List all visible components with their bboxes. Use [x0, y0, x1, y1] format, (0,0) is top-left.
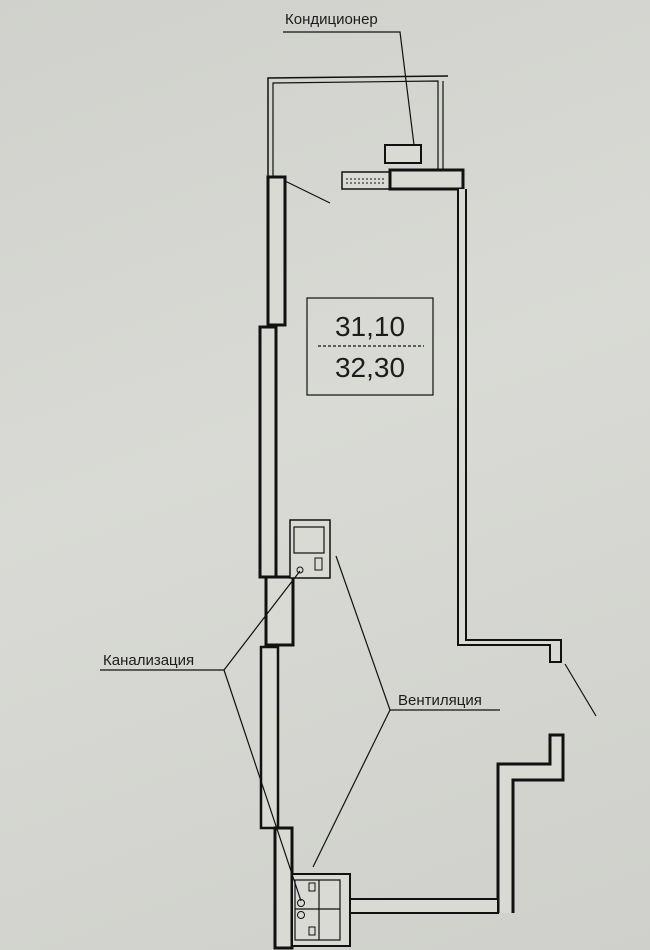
vent-duct-icon: [314, 557, 323, 571]
wall-left-3: [264, 575, 295, 647]
leader-ventilation-2: [312, 709, 391, 868]
label-sewerage: Канализация: [103, 652, 194, 669]
door-swing: [564, 663, 597, 717]
wall-left-5: [273, 826, 294, 950]
wall-right: [457, 189, 562, 663]
sewer-pipe-icon: [297, 911, 305, 919]
wall-left-4: [259, 645, 280, 830]
bathroom-shaft: [291, 873, 351, 947]
wall-top-hatched: [341, 171, 391, 190]
kitchen-shaft: [289, 519, 331, 579]
leader-sewerage-2: [223, 669, 302, 902]
area-box: [306, 297, 434, 396]
wall-bottom-right: [496, 733, 565, 913]
total-area: 32,30: [335, 352, 405, 383]
sewer-pipe-icon: [296, 566, 304, 574]
bathroom-cell: [294, 879, 341, 941]
living-area: 31,10: [335, 311, 405, 342]
leader-room-diagonal: [284, 180, 331, 204]
vent-duct-icon: [308, 926, 316, 936]
air-conditioner-unit: [384, 144, 422, 164]
wall-bottom: [349, 898, 499, 914]
wall-top: [388, 168, 465, 191]
leader-ventilation: [335, 555, 500, 711]
leader-air-conditioner: [283, 31, 415, 146]
vent-duct-icon: [308, 882, 316, 892]
wall-left-2: [258, 325, 278, 579]
kitchen-shaft-cell: [293, 526, 325, 554]
label-air-conditioner: Кондиционер: [285, 11, 378, 28]
label-ventilation: Вентиляция: [398, 692, 482, 709]
balcony-outline: [267, 75, 449, 180]
balcony-outline-inner: [272, 80, 439, 178]
wall-left-1: [266, 175, 287, 327]
